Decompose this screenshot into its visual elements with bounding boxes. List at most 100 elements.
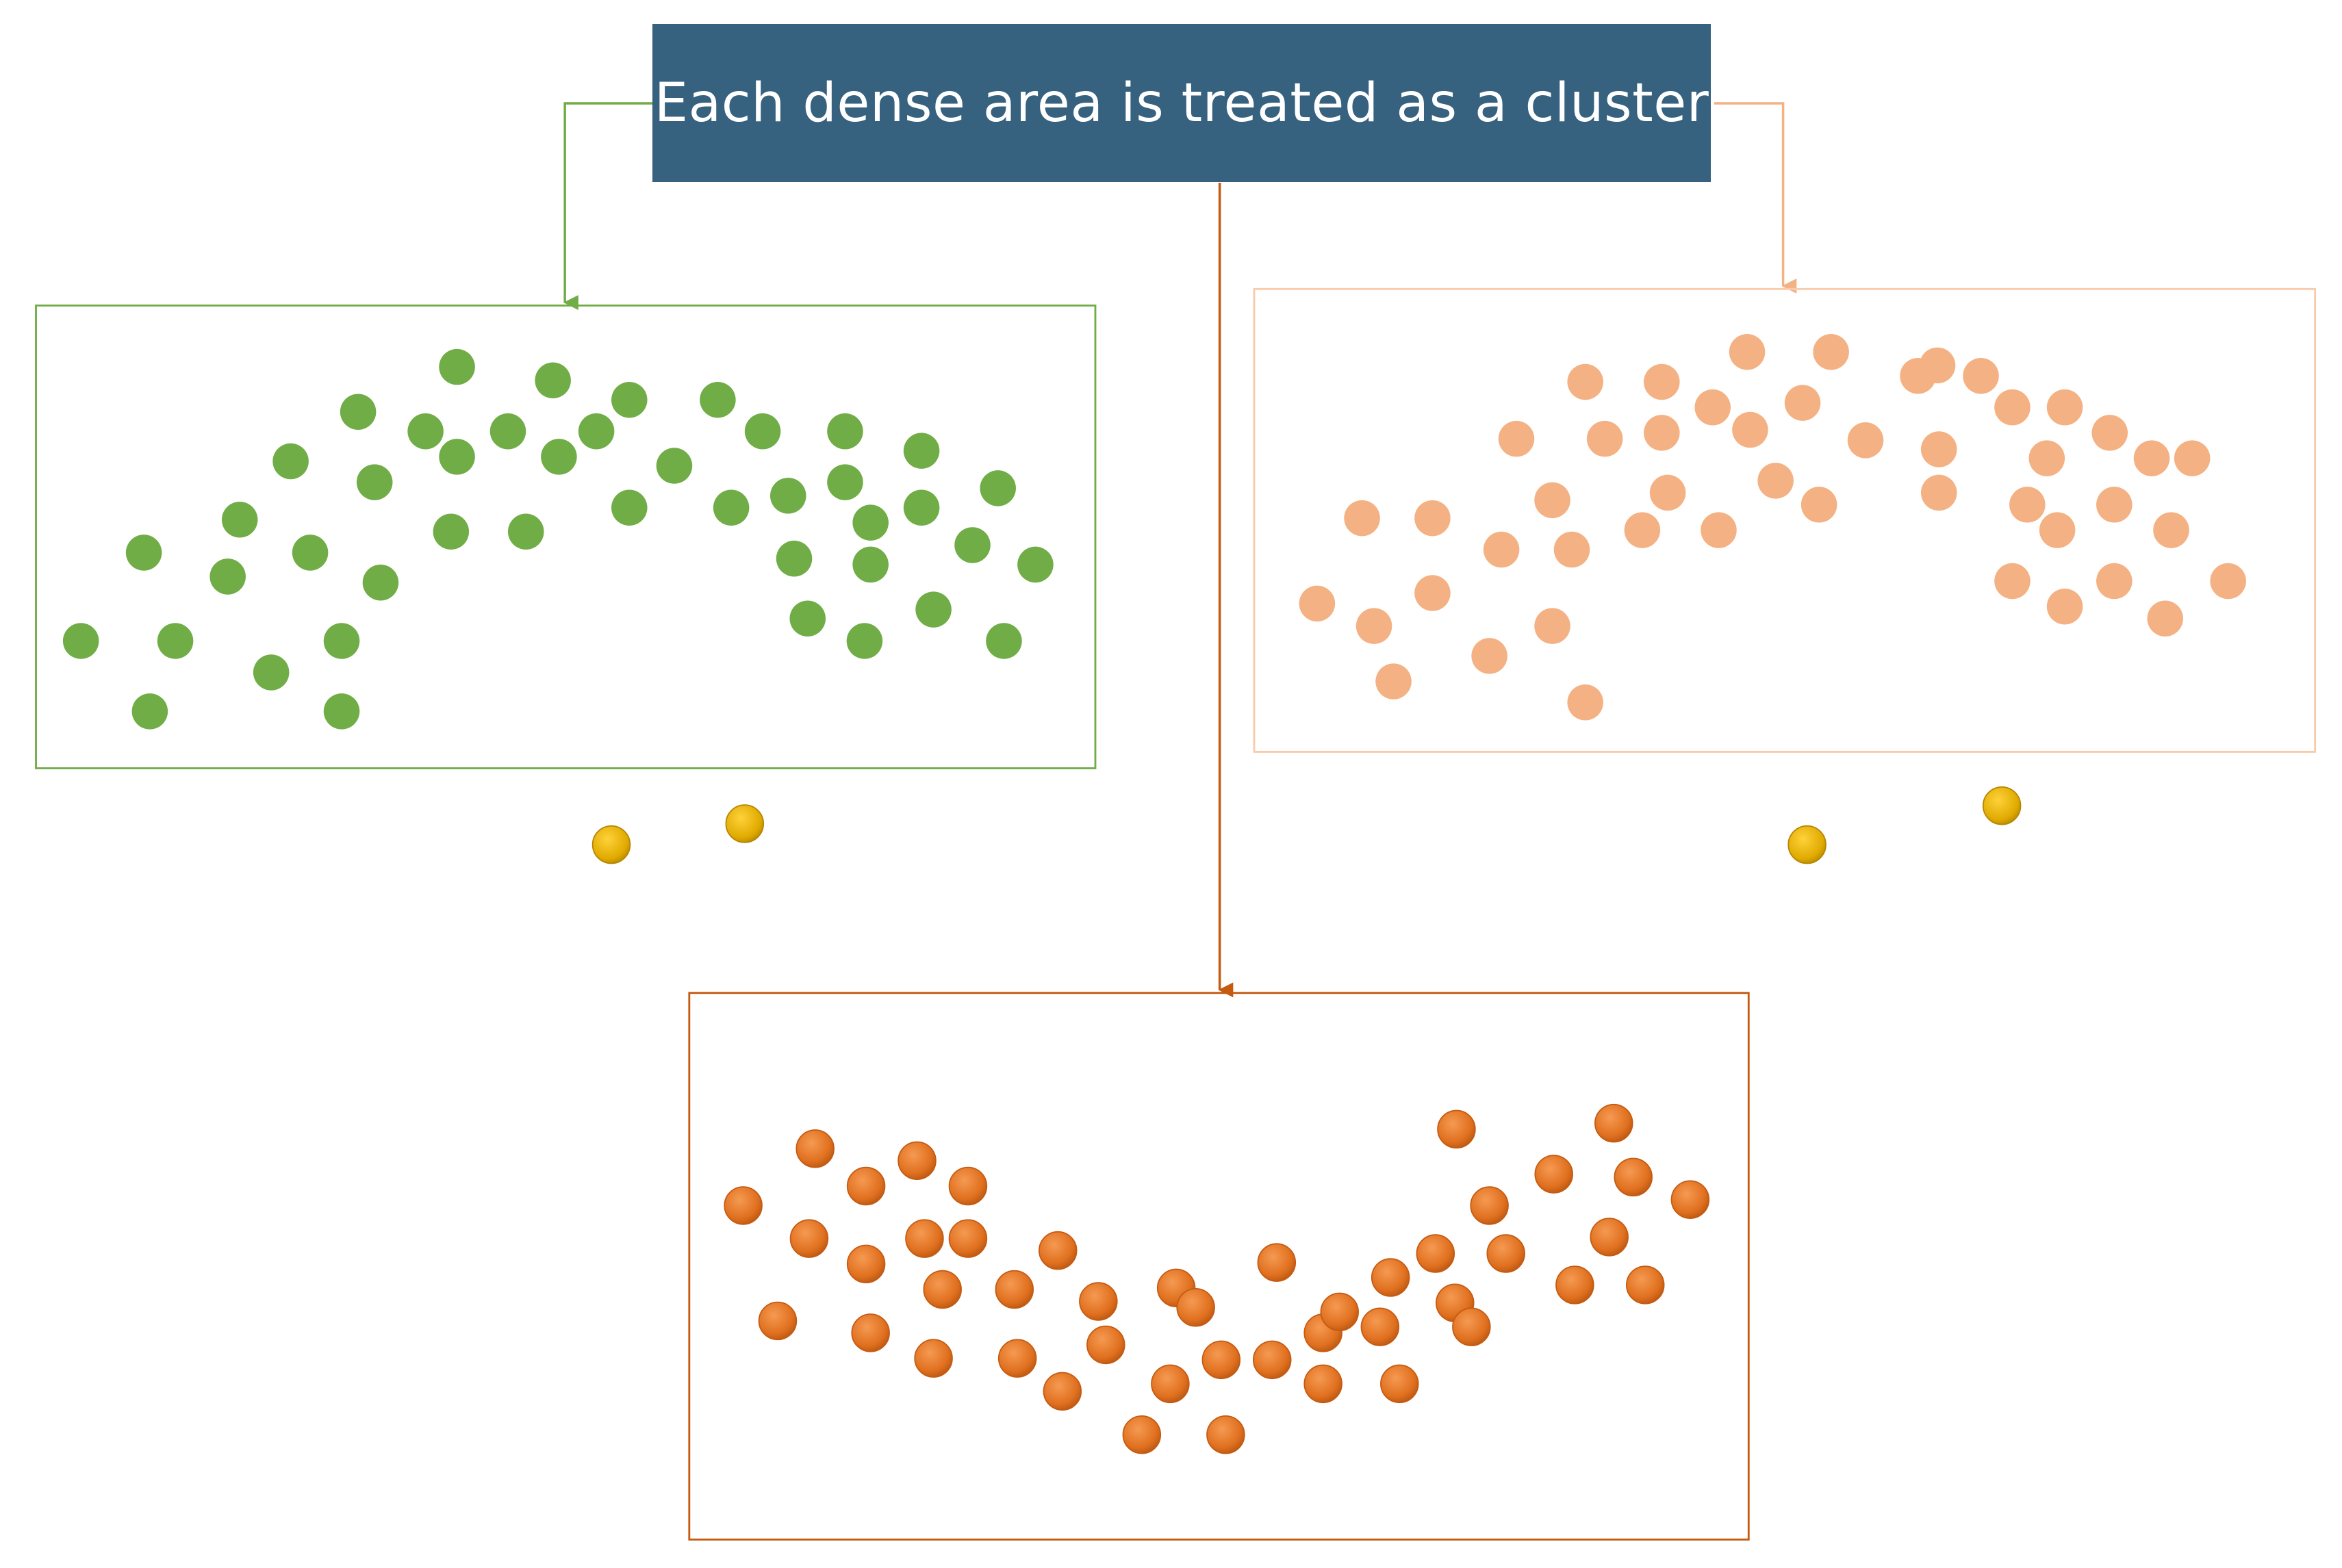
cluster-point-orange <box>846 1244 886 1284</box>
cluster-point-green <box>221 502 258 538</box>
cluster-point-peach <box>1800 487 1837 523</box>
cluster-point-peach <box>1847 422 1884 459</box>
cluster-point-peach <box>1729 333 1766 370</box>
cluster-points-green <box>62 348 1054 730</box>
cluster-point-peach <box>2096 563 2133 600</box>
cluster-point-green <box>827 464 863 500</box>
cluster-point-orange <box>1416 1234 1455 1273</box>
cluster-point-orange <box>1079 1282 1118 1321</box>
cluster-point-green <box>535 362 571 399</box>
cluster-point-peach <box>1534 608 1570 644</box>
cluster-point-green <box>700 381 736 418</box>
cluster-point-orange <box>758 1301 798 1341</box>
cluster-point-green <box>323 623 360 659</box>
cluster-point-orange <box>1151 1364 1190 1404</box>
cluster-point-green <box>776 540 813 577</box>
cluster-point-orange <box>1303 1364 1342 1404</box>
cluster-point-orange <box>923 1270 962 1309</box>
cluster-point-peach <box>2153 512 2189 548</box>
cluster-point-green <box>611 489 648 526</box>
cluster-point-orange <box>1614 1157 1653 1197</box>
cluster-point-peach <box>1920 474 1957 511</box>
cluster-point-peach <box>1919 347 1956 384</box>
cluster-point-orange <box>1039 1231 1078 1270</box>
cluster-point-peach <box>1483 531 1520 568</box>
cluster-point-green <box>433 513 470 550</box>
cluster-point-green <box>209 558 246 595</box>
cluster-point-orange <box>995 1270 1034 1309</box>
cluster-point-green <box>846 623 883 659</box>
cluster-point-green <box>356 464 393 500</box>
cluster-point-green <box>713 489 750 526</box>
cluster-point-orange <box>1486 1234 1525 1273</box>
cluster-point-peach <box>2133 440 2170 476</box>
cluster-point-orange <box>851 1313 890 1352</box>
cluster-point-orange <box>1253 1340 1292 1380</box>
cluster-point-orange <box>898 1141 937 1181</box>
cluster-frame-peach <box>1253 287 2317 753</box>
cluster-point-peach <box>1963 357 1999 394</box>
cluster-point-green <box>903 489 940 526</box>
cluster-point-peach <box>1994 563 2031 600</box>
cluster-point-green <box>340 394 377 430</box>
noise-point <box>1787 825 1826 864</box>
cluster-point-orange <box>1176 1288 1215 1327</box>
cluster-point-peach <box>2039 512 2076 548</box>
cluster-point-orange <box>1043 1372 1082 1411</box>
cluster-frame-green <box>35 304 1097 769</box>
connector-green <box>563 102 654 310</box>
cluster-point-peach <box>2096 487 2133 523</box>
cluster-point-green <box>439 348 475 385</box>
cluster-point-peach <box>1813 333 1849 370</box>
cluster-point-orange <box>948 1219 988 1258</box>
cluster-point-peach <box>2046 389 2083 426</box>
noise-point <box>1982 786 2022 825</box>
cluster-point-peach <box>2147 600 2183 637</box>
cluster-point-orange <box>1534 1155 1573 1194</box>
cluster-point-peach <box>2046 588 2083 625</box>
cluster-point-orange <box>846 1166 886 1206</box>
cluster-point-green <box>125 535 162 571</box>
cluster-point-green <box>407 413 444 450</box>
cluster-point-orange <box>724 1186 763 1225</box>
cluster-point-orange <box>1360 1307 1400 1346</box>
cluster-point-orange <box>1201 1340 1241 1380</box>
cluster-point-green <box>507 513 544 550</box>
cluster-point-orange <box>1122 1415 1162 1454</box>
cluster-point-orange <box>1670 1180 1710 1219</box>
cluster-point-green <box>744 413 781 450</box>
cluster-point-green <box>903 433 940 469</box>
cluster-point-orange <box>795 1129 835 1168</box>
cluster-point-peach <box>2009 487 2046 523</box>
cluster-point-peach <box>1701 512 1737 548</box>
cluster-point-orange <box>1555 1265 1594 1304</box>
noise-point <box>591 825 631 864</box>
cluster-point-green <box>439 439 475 475</box>
cluster-point-peach <box>1299 585 1336 622</box>
cluster-point-orange <box>1380 1364 1419 1404</box>
cluster-point-green <box>789 600 826 637</box>
cluster-point-peach <box>1567 684 1603 721</box>
cluster-point-green <box>323 693 360 730</box>
cluster-point-peach <box>1784 385 1821 421</box>
title-box: Each dense area is treated as a cluster <box>652 24 1711 182</box>
cluster-point-peach <box>1757 463 1794 499</box>
cluster-point-peach <box>1498 420 1535 457</box>
cluster-point-green <box>272 443 309 480</box>
cluster-points-peach <box>1299 333 2246 721</box>
cluster-point-orange <box>1626 1265 1665 1304</box>
title-text: Each dense area is treated as a cluster <box>654 72 1709 134</box>
cluster-point-orange <box>997 1339 1037 1378</box>
cluster-point-orange <box>1206 1415 1245 1454</box>
cluster-point-orange <box>905 1219 944 1258</box>
cluster-point-green <box>915 591 952 628</box>
cluster-point-green <box>292 535 329 571</box>
cluster-point-green <box>362 564 399 601</box>
cluster-point-green <box>62 623 99 659</box>
cluster-point-peach <box>1567 363 1603 400</box>
cluster-point-green <box>578 413 615 450</box>
cluster-point-orange <box>1437 1109 1476 1149</box>
cluster-point-peach <box>1414 500 1451 537</box>
cluster-point-peach <box>1994 389 2031 426</box>
